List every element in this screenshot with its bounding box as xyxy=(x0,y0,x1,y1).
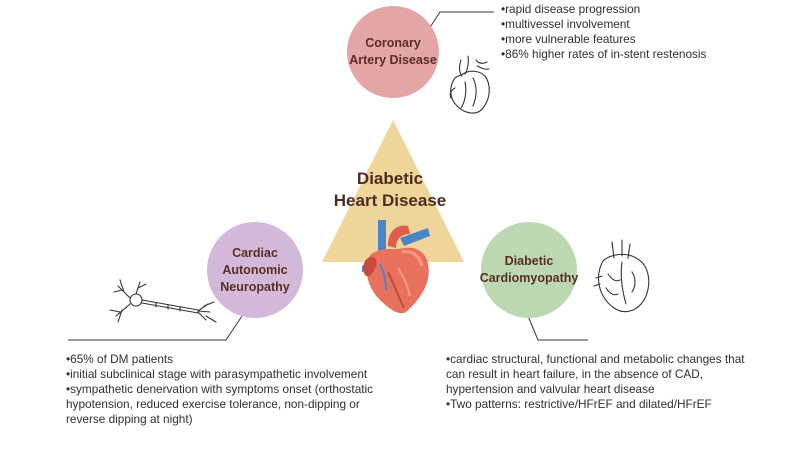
list-item: •86% higher rates of in-stent restenosis xyxy=(501,47,707,61)
neuropathy-title-line1: Cardiac xyxy=(232,245,278,260)
heart-sketch-icon xyxy=(449,55,490,114)
list-item: •rapid disease progression xyxy=(501,2,641,16)
central-title: Diabetic Heart Disease xyxy=(300,168,480,212)
list-item: •initial subclinical stage with parasymp… xyxy=(66,367,368,381)
neuropathy-title-line3: Neuropathy xyxy=(220,279,290,294)
cardiomyopathy-bullet-list: •cardiac structural, functional and meta… xyxy=(446,352,766,412)
coronary-artery-disease-circle: Coronary Artery Disease xyxy=(347,6,439,98)
list-item: •more vulnerable features xyxy=(501,32,636,46)
neuron-icon xyxy=(109,279,217,323)
central-title-line2: Heart Disease xyxy=(333,191,447,210)
list-item: •sympathetic denervation with symptoms o… xyxy=(66,382,374,426)
list-item: •cardiac structural, functional and meta… xyxy=(446,352,745,396)
neuropathy-title-line2: Autonomic xyxy=(222,262,288,277)
coronary-bullet-list: •rapid disease progression •multivessel … xyxy=(501,2,716,62)
cardiomyopathy-connector-line xyxy=(527,315,588,341)
coronary-title-line1: Coronary xyxy=(365,36,421,50)
cardiomyopathy-title-line1: Diabetic xyxy=(504,254,554,268)
neuropathy-connector-line xyxy=(68,315,243,341)
diabetic-cardiomyopathy-circle: Diabetic Cardiomyopathy xyxy=(479,222,579,318)
cardiomyopathy-title-line2: Cardiomyopathy xyxy=(479,271,579,285)
list-item: •multivessel involvement xyxy=(501,17,630,31)
anatomical-heart-icon xyxy=(362,220,430,314)
list-item: •65% of DM patients xyxy=(66,352,174,366)
heart-section-icon xyxy=(593,239,650,313)
neuropathy-bullet-list: •65% of DM patients •initial subclinical… xyxy=(66,352,386,427)
central-triangle xyxy=(322,120,464,262)
cardiac-autonomic-neuropathy-circle: Cardiac Autonomic Neuropathy xyxy=(207,222,303,318)
list-item: •Two patterns: restrictive/HFrEF and dil… xyxy=(446,397,712,411)
coronary-title-line2: Artery Disease xyxy=(349,53,437,67)
central-title-line1: Diabetic xyxy=(356,169,424,188)
